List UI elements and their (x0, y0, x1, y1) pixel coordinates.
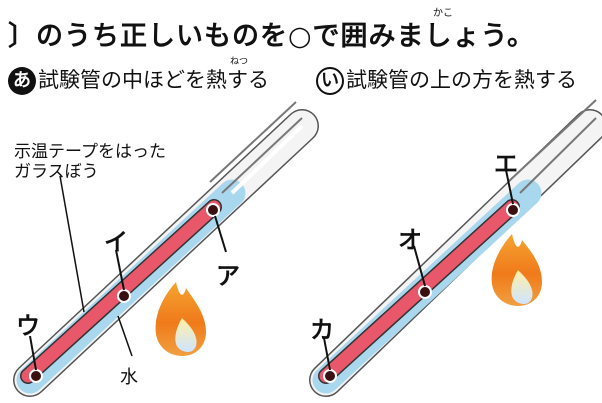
furigana-netsu: ねつ (230, 57, 249, 67)
furigana-kako: かこ (433, 8, 453, 19)
point-e (506, 203, 520, 217)
label-a: ア (216, 262, 240, 290)
label-i: イ (104, 228, 128, 256)
glass-rod-label-line1: 示温テープをはった (14, 142, 166, 162)
right-points (323, 169, 520, 383)
point-u (29, 369, 43, 383)
instruction-heading: 〕のうち正しいものを○で囲みましょう。 (8, 14, 535, 53)
right-title-text: 試験管の上の方を熱する (346, 68, 577, 92)
glass-rod-label-line2: ガラスぼう (14, 162, 99, 182)
glass-rod-label: 示温テープをはった ガラスぼう (14, 142, 166, 182)
point-ka (323, 369, 337, 383)
label-u: ウ (16, 312, 40, 340)
right-experiment-title: い試験管の上の方を熱する (316, 64, 577, 95)
left-points (29, 175, 227, 383)
instruction-text: 〕のうち正しいものを○で囲みましょう。 (8, 21, 535, 52)
point-o (418, 285, 432, 299)
label-ka: カ (310, 316, 334, 344)
left-flame (155, 282, 206, 356)
label-o: オ (398, 226, 422, 254)
left-title-text: 試験管の中ほどを熱する (38, 68, 269, 92)
marker-a: あ (8, 67, 36, 95)
point-i (117, 289, 131, 303)
right-test-tube (309, 99, 602, 397)
point-a (206, 203, 220, 217)
water-label: 水 (120, 367, 138, 388)
marker-i: い (316, 67, 344, 95)
right-flame (491, 234, 542, 306)
label-e: エ (494, 150, 518, 178)
left-experiment-title: あ試験管の中ほどを熱する (8, 64, 269, 95)
